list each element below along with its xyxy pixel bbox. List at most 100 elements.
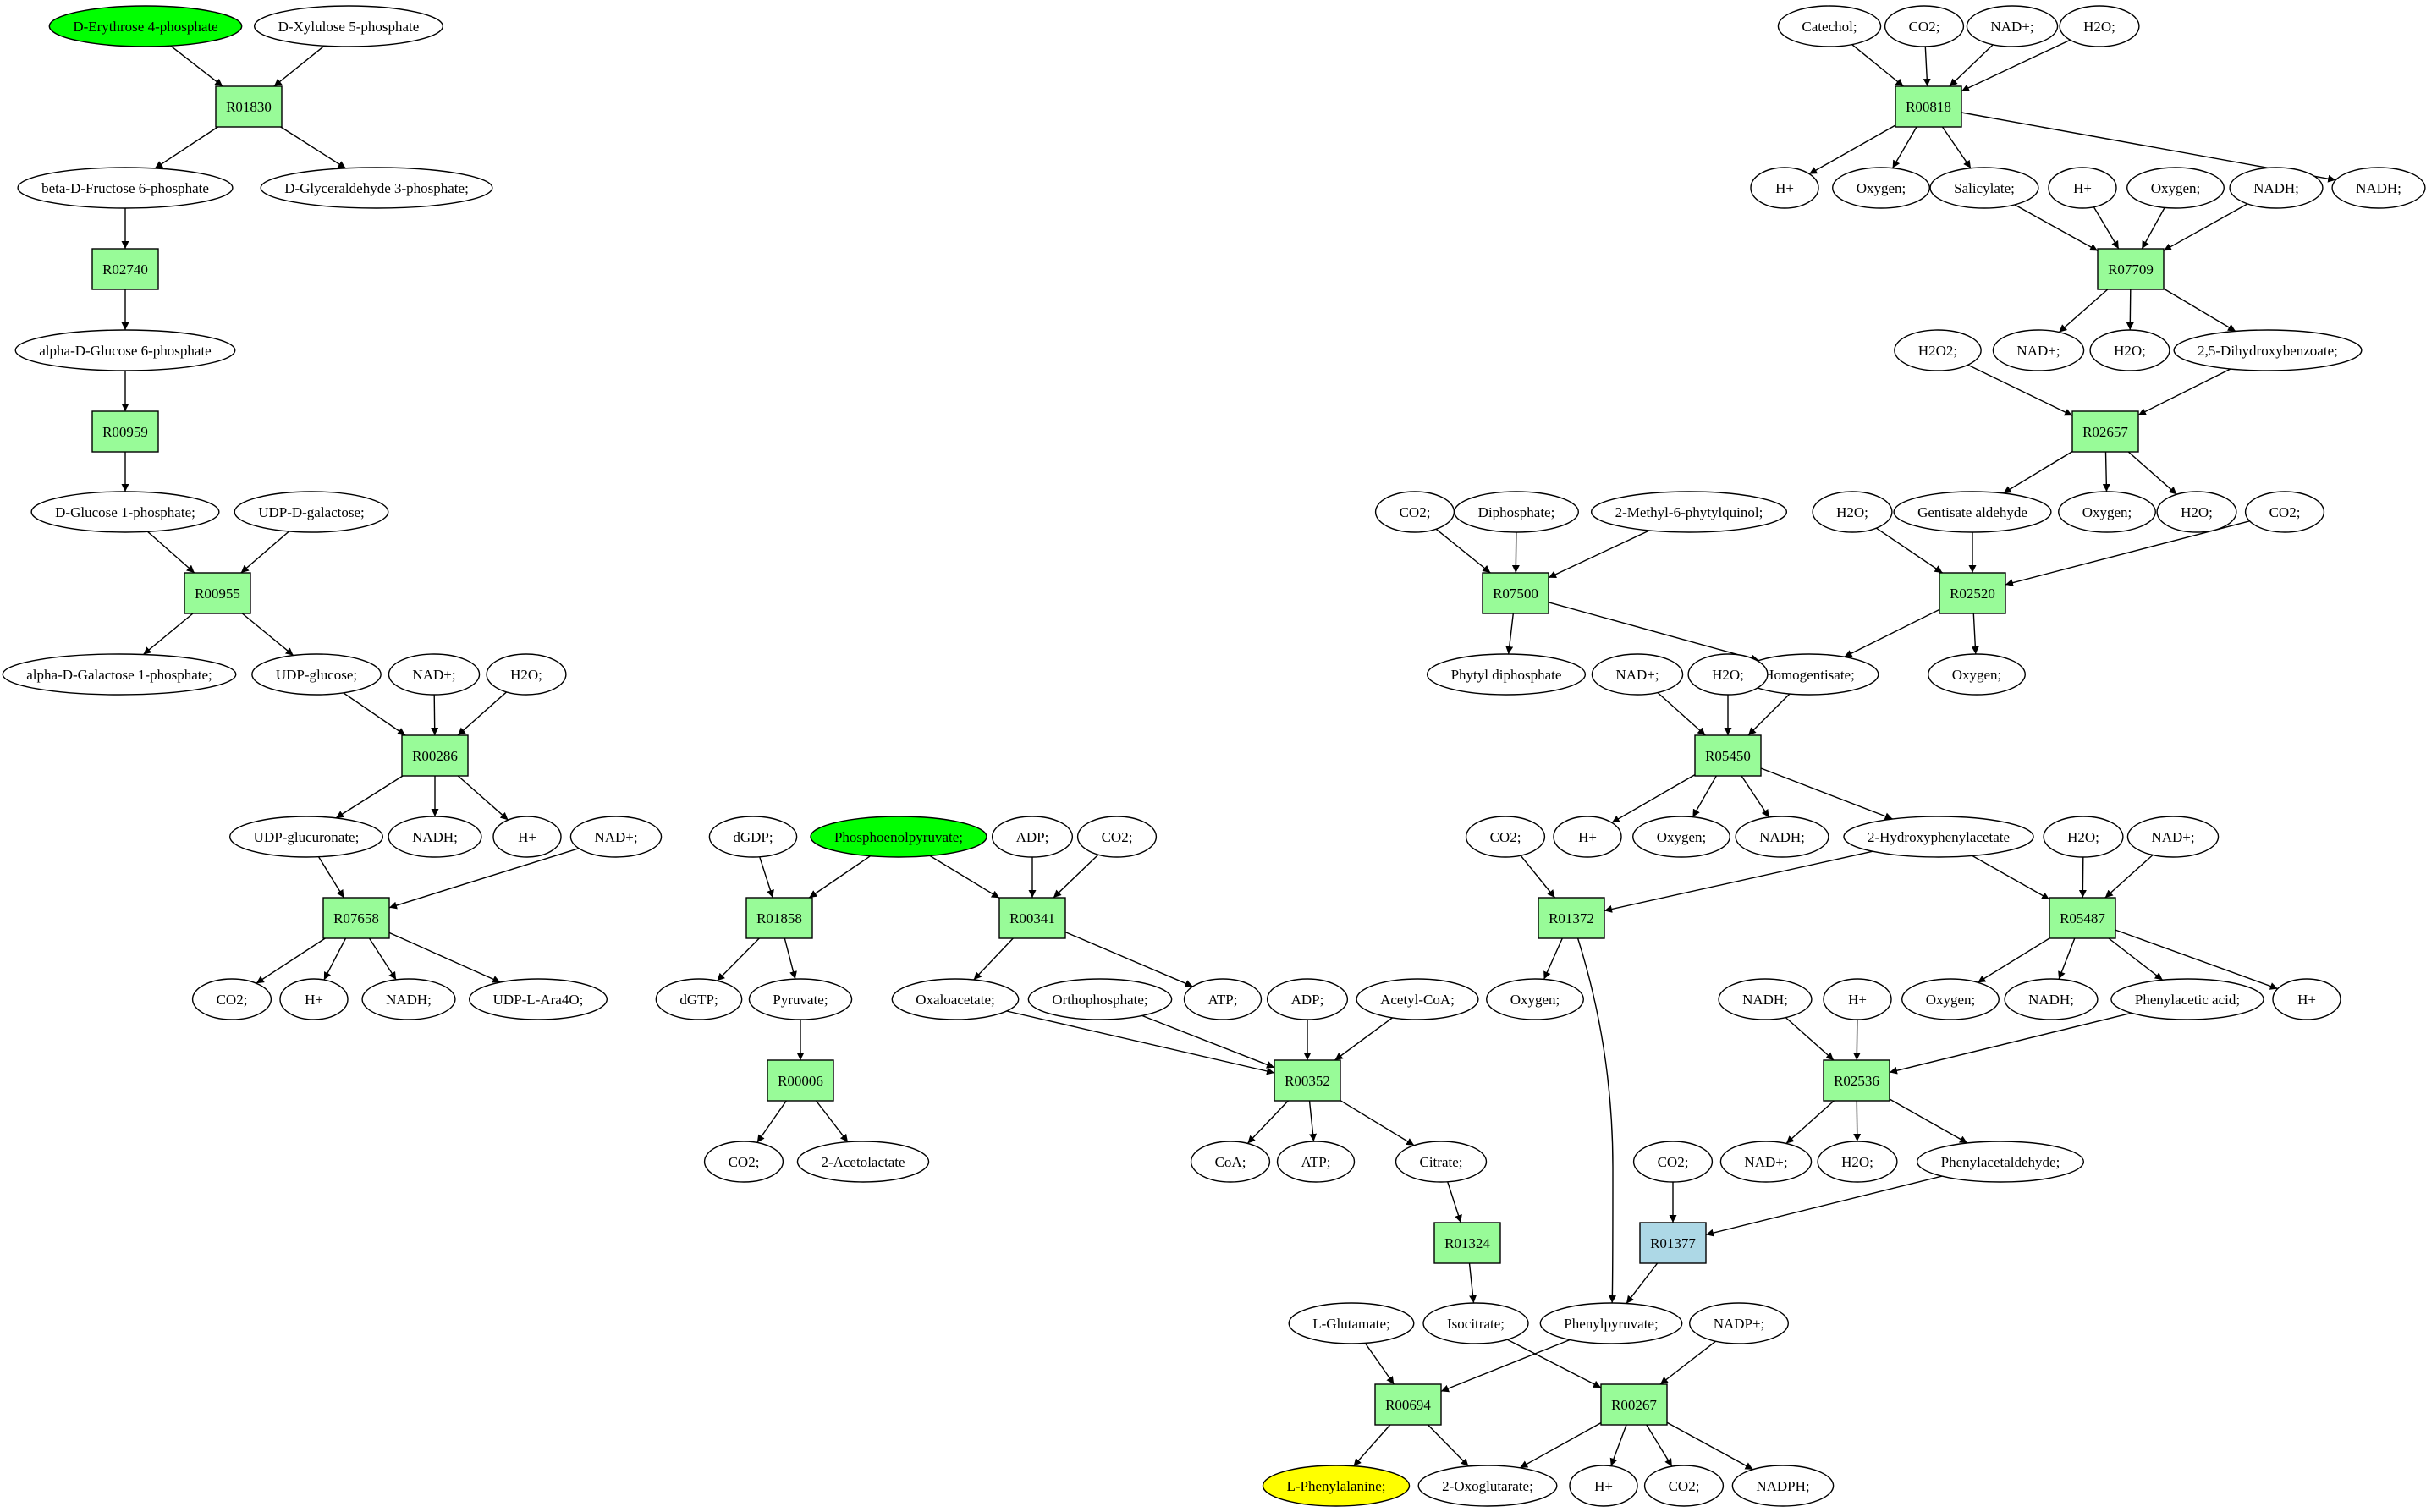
compound-node[interactable]: beta-D-Fructose 6-phosphate — [17, 167, 234, 209]
compound-node[interactable]: H2O; — [486, 653, 567, 696]
compound-node[interactable]: NADH; — [2229, 167, 2324, 209]
compound-node[interactable]: H+ — [1823, 978, 1892, 1020]
compound-node[interactable]: CO2; — [1465, 816, 1546, 858]
compound-node[interactable]: L-Phenylalanine; — [1262, 1465, 1411, 1507]
compound-node[interactable]: 2-Oxoglutarate; — [1417, 1465, 1558, 1507]
reaction-node[interactable]: R01377 — [1639, 1222, 1707, 1264]
compound-node[interactable]: CO2; — [703, 1141, 784, 1183]
compound-node[interactable]: UDP-glucose; — [251, 653, 382, 696]
compound-node[interactable]: NADP+; — [1689, 1302, 1789, 1344]
compound-node[interactable]: Oxygen; — [1832, 167, 1930, 209]
compound-node[interactable]: alpha-D-Glucose 6-phosphate — [14, 329, 236, 371]
reaction-node[interactable]: R00959 — [91, 410, 159, 453]
reaction-node[interactable]: R00286 — [401, 734, 469, 777]
compound-node[interactable]: H2O; — [1687, 653, 1769, 696]
compound-node[interactable]: NAD+; — [1719, 1141, 1813, 1183]
compound-node[interactable]: Phenylacetaldehyde; — [1916, 1141, 2085, 1183]
compound-node[interactable]: NADH; — [2331, 167, 2426, 209]
compound-node[interactable]: Oxygen; — [2126, 167, 2225, 209]
compound-node[interactable]: CO2; — [1076, 816, 1158, 858]
compound-node[interactable]: alpha-D-Galactose 1-phosphate; — [2, 653, 237, 696]
reaction-node[interactable]: R02657 — [2071, 410, 2139, 453]
compound-node[interactable]: CO2; — [1884, 5, 1965, 47]
compound-node[interactable]: NADH; — [388, 816, 482, 858]
compound-node[interactable]: H+ — [492, 816, 562, 858]
reaction-node[interactable]: R07658 — [322, 897, 390, 939]
compound-node[interactable]: UDP-L-Ara4O; — [468, 978, 608, 1020]
compound-node[interactable]: Citrate; — [1395, 1141, 1488, 1183]
compound-node[interactable]: NAD+; — [2126, 816, 2220, 858]
compound-node[interactable]: ATP; — [1183, 978, 1263, 1020]
compound-node[interactable]: L-Glutamate; — [1288, 1302, 1415, 1344]
compound-node[interactable]: 2-Hydroxyphenylacetate — [1843, 816, 2034, 858]
compound-node[interactable]: Oxygen; — [1901, 978, 2000, 1020]
compound-node[interactable]: Catechol; — [1777, 5, 1882, 47]
compound-node[interactable]: H2O; — [2059, 5, 2140, 47]
compound-node[interactable]: 2-Methyl-6-phytylquinol; — [1590, 491, 1788, 533]
reaction-node[interactable]: R02536 — [1823, 1059, 1890, 1102]
compound-node[interactable]: Oxygen; — [1486, 978, 1584, 1020]
compound-node[interactable]: H2O; — [2043, 816, 2124, 858]
compound-node[interactable]: H2O; — [1817, 1141, 1898, 1183]
compound-node[interactable]: Orthophosphate; — [1027, 978, 1173, 1020]
reaction-node[interactable]: R00267 — [1600, 1383, 1668, 1426]
compound-node[interactable]: D-Xylulose 5-phosphate — [253, 5, 444, 47]
compound-node[interactable]: H+ — [279, 978, 349, 1020]
reaction-node[interactable]: R07709 — [2097, 248, 2165, 290]
compound-node[interactable]: D-Glyceraldehyde 3-phosphate; — [260, 167, 493, 209]
compound-node[interactable]: H+ — [1569, 1465, 1638, 1507]
reaction-node[interactable]: R01372 — [1538, 897, 1605, 939]
compound-node[interactable]: NAD+; — [388, 653, 481, 696]
reaction-node[interactable]: R00341 — [998, 897, 1066, 939]
compound-node[interactable]: H2O2; — [1894, 329, 1982, 371]
compound-node[interactable]: H2O; — [2089, 329, 2170, 371]
compound-node[interactable]: Salicylate; — [1929, 167, 2039, 209]
compound-node[interactable]: H+ — [1553, 816, 1622, 858]
compound-node[interactable]: Diphosphate; — [1453, 491, 1580, 533]
compound-node[interactable]: Homogentisate; — [1739, 653, 1879, 696]
reaction-node[interactable]: R00352 — [1274, 1059, 1341, 1102]
compound-node[interactable]: Phenylpyruvate; — [1539, 1302, 1683, 1344]
compound-node[interactable]: 2,5-Dihydroxybenzoate; — [2173, 329, 2363, 371]
reaction-node[interactable]: R05450 — [1694, 734, 1762, 777]
compound-node[interactable]: Acetyl-CoA; — [1356, 978, 1479, 1020]
reaction-node[interactable]: R02520 — [1939, 572, 2006, 614]
compound-node[interactable]: NAD+; — [1966, 5, 2059, 47]
compound-node[interactable]: ADP; — [1266, 978, 1349, 1020]
reaction-node[interactable]: R01858 — [745, 897, 813, 939]
compound-node[interactable]: H+ — [2048, 167, 2117, 209]
compound-node[interactable]: NADH; — [361, 978, 456, 1020]
compound-node[interactable]: CO2; — [1374, 491, 1455, 533]
compound-node[interactable]: NAD+; — [569, 816, 663, 858]
compound-node[interactable]: dGDP; — [708, 816, 798, 858]
compound-node[interactable]: D-Glucose 1-phosphate; — [30, 491, 220, 533]
reaction-node[interactable]: R00006 — [767, 1059, 834, 1102]
compound-node[interactable]: Phytyl diphosphate — [1426, 653, 1587, 696]
compound-node[interactable]: Gentisate aldehyde — [1893, 491, 2052, 533]
compound-node[interactable]: Oxygen; — [2058, 491, 2156, 533]
compound-node[interactable]: NAD+; — [1992, 329, 2085, 371]
reaction-node[interactable]: R00818 — [1895, 85, 1962, 128]
compound-node[interactable]: NADPH; — [1731, 1465, 1835, 1507]
compound-node[interactable]: NADH; — [2004, 978, 2099, 1020]
compound-node[interactable]: H2O; — [2156, 491, 2237, 533]
compound-node[interactable]: ATP; — [1276, 1141, 1356, 1183]
reaction-node[interactable]: R05487 — [2049, 897, 2116, 939]
reaction-node[interactable]: R01830 — [215, 85, 283, 128]
compound-node[interactable]: CO2; — [191, 978, 272, 1020]
compound-node[interactable]: CO2; — [1632, 1141, 1714, 1183]
compound-node[interactable]: UDP-glucuronate; — [228, 816, 384, 858]
compound-node[interactable]: CO2; — [1643, 1465, 1725, 1507]
compound-node[interactable]: H+ — [2272, 978, 2341, 1020]
compound-node[interactable]: H+ — [1750, 167, 1819, 209]
reaction-node[interactable]: R07500 — [1482, 572, 1549, 614]
compound-node[interactable]: Pyruvate; — [748, 978, 853, 1020]
compound-node[interactable]: Phosphoenolpyruvate; — [810, 816, 987, 858]
compound-node[interactable]: Oxaloacetate; — [891, 978, 1020, 1020]
compound-node[interactable]: dGTP; — [655, 978, 743, 1020]
compound-node[interactable]: CoA; — [1190, 1141, 1271, 1183]
compound-node[interactable]: H2O; — [1812, 491, 1893, 533]
compound-node[interactable]: 2-Acetolactate — [796, 1141, 930, 1183]
compound-node[interactable]: NADH; — [1718, 978, 1813, 1020]
compound-node[interactable]: NAD+; — [1591, 653, 1684, 696]
